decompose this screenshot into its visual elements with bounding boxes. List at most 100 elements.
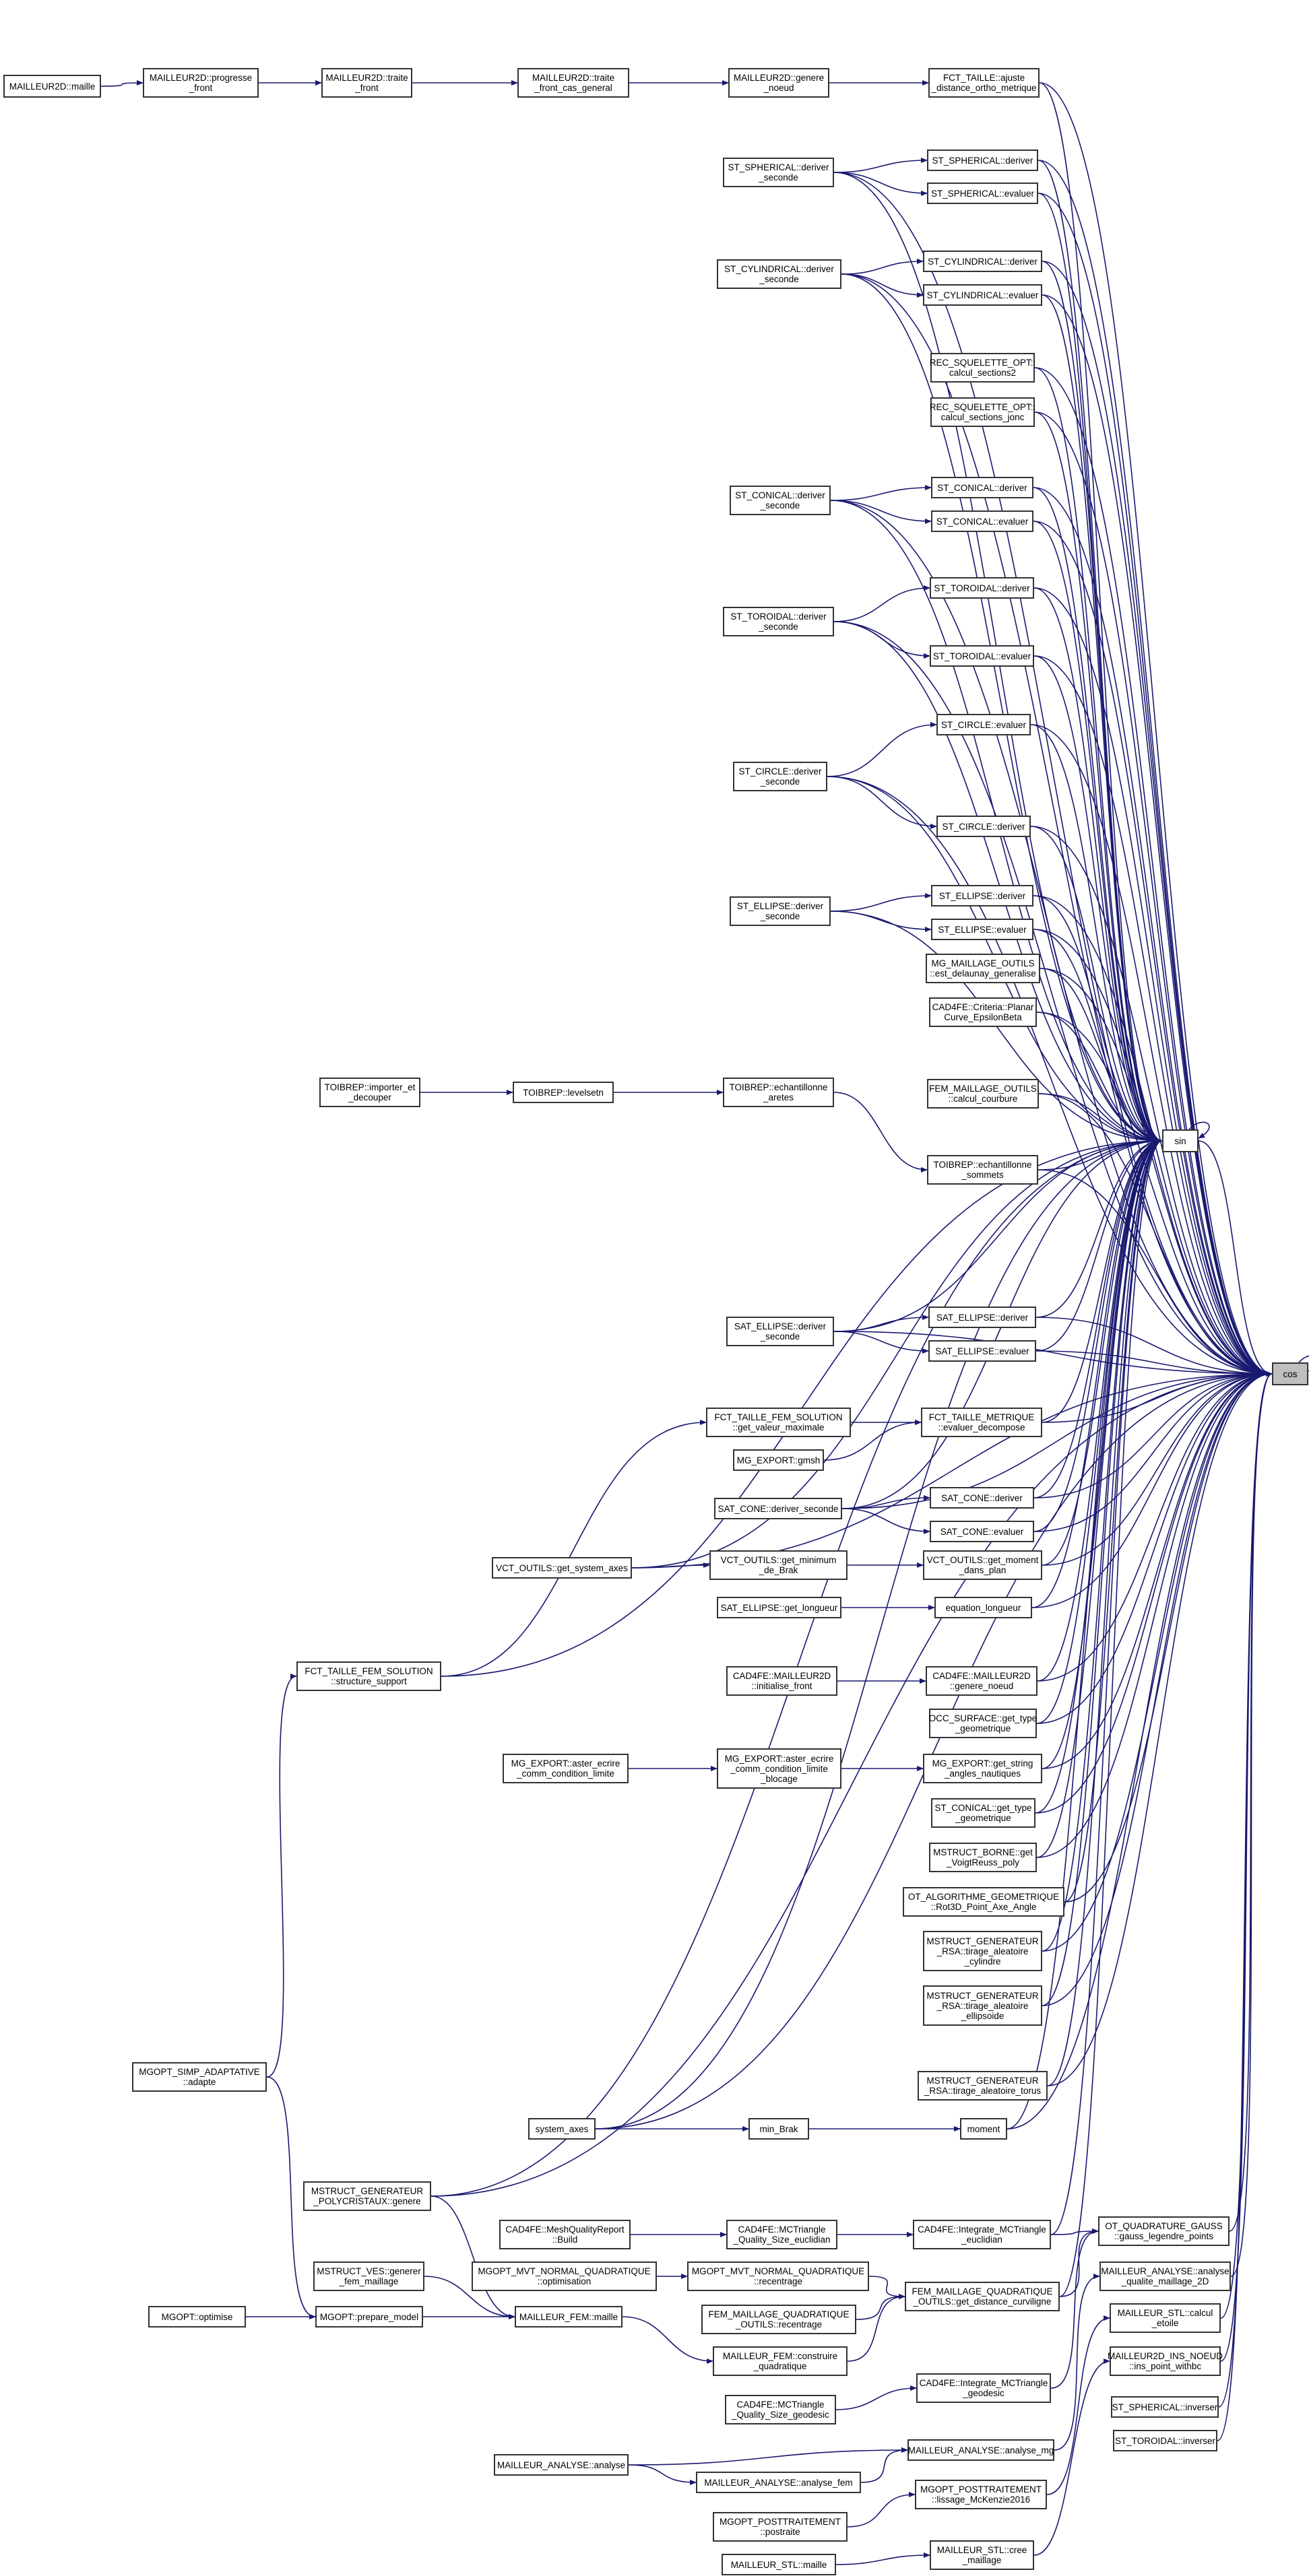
edge-cyl_ds-to-sin bbox=[841, 273, 1163, 1144]
node-tor-ds[interactable]: ST_TOROIDAL::deriver _seconde bbox=[723, 607, 834, 636]
node-cos[interactable]: cos bbox=[1272, 1362, 1308, 1385]
node-stl-cree[interactable]: MAILLEUR_STL::cree _maillage bbox=[930, 2540, 1034, 2570]
node-mg-gmsh[interactable]: MG_EXPORT::gmsh bbox=[733, 1449, 824, 1471]
node-label: MAILLEUR_ANALYSE::analyse _qualite_maill… bbox=[1101, 2266, 1230, 2286]
node-mgopt-post-liss[interactable]: MGOPT_POSTTRAITEMENT ::lissage_McKenzie2… bbox=[915, 2480, 1047, 2509]
node-cyl-e[interactable]: ST_CYLINDRICAL::evaluer bbox=[923, 284, 1042, 306]
node-m2d-maille[interactable]: MAILLEUR2D::maille bbox=[3, 75, 101, 98]
node-eq-long[interactable]: equation_longueur bbox=[934, 1597, 1032, 1618]
node-tor-inv[interactable]: ST_TOROIDAL::inverser bbox=[1113, 2430, 1217, 2451]
node-vct-brak[interactable]: VCT_OUTILS::get_minimum _de_Brak bbox=[709, 1550, 848, 1580]
node-stl-maille[interactable]: MAILLEUR_STL::maille bbox=[722, 2554, 836, 2575]
node-ell-e[interactable]: ST_ELLIPSE::evaluer bbox=[931, 919, 1033, 940]
node-mfem-maille[interactable]: MAILLEUR_FEM::maille bbox=[515, 2306, 622, 2327]
node-con-e[interactable]: ST_CONICAL::evaluer bbox=[931, 510, 1033, 532]
node-fem-courb[interactable]: FEM_MAILLAGE_OUTILS ::calcul_courbure bbox=[927, 1079, 1039, 1109]
node-cad-mesh-build[interactable]: CAD4FE::MeshQualityReport ::Build bbox=[499, 2220, 631, 2249]
node-mstruct-poly[interactable]: MSTRUCT_GENERATEUR _POLYCRISTAUX::genere bbox=[303, 2181, 431, 2211]
node-m2d-traite-cas[interactable]: MAILLEUR2D::traite _front_cas_general bbox=[517, 68, 629, 98]
node-sph-e[interactable]: ST_SPHERICAL::evaluer bbox=[927, 183, 1038, 204]
node-tor-d[interactable]: ST_TOROIDAL::deriver bbox=[930, 577, 1034, 599]
node-mstruct-borne[interactable]: MSTRUCT_BORNE::get _VoigtReuss_poly bbox=[929, 1843, 1037, 1872]
node-fct-metr[interactable]: FCT_TAILLE_METRIQUE ::evaluer_decompose bbox=[921, 1408, 1042, 1437]
node-mgopt-optimise[interactable]: MGOPT::optimise bbox=[148, 2306, 246, 2327]
node-cad-int-geo[interactable]: CAD4FE::Integrate_MCTriangle _geodesic bbox=[916, 2373, 1051, 2403]
node-tor-e[interactable]: ST_TOROIDAL::evaluer bbox=[930, 645, 1034, 667]
node-mg-delaunay[interactable]: MG_MAILLAGE_OUTILS ::est_delaunay_genera… bbox=[926, 954, 1040, 983]
node-sate-d[interactable]: SAT_ELLIPSE::deriver bbox=[928, 1307, 1036, 1328]
node-stl-etoile[interactable]: MAILLEUR_STL::calcul _etoile bbox=[1110, 2303, 1221, 2333]
node-ot-gauss[interactable]: OT_QUADRATURE_GAUSS ::gauss_legendre_poi… bbox=[1098, 2216, 1230, 2246]
node-ma-fem[interactable]: MAILLEUR_ANALYSE::analyse_fem bbox=[696, 2472, 861, 2493]
node-cad-m2d-gen[interactable]: CAD4FE::MAILLEUR2D ::genere_noeud bbox=[926, 1666, 1037, 1696]
node-mstruct-cyl[interactable]: MSTRUCT_GENERATEUR _RSA::tirage_aleatoir… bbox=[923, 1931, 1042, 1971]
node-fem-quad-dist[interactable]: FEM_MAILLAGE_QUADRATIQUE _OUTILS::get_di… bbox=[905, 2282, 1060, 2311]
node-mgopt-mvt-rec[interactable]: MGOPT_MVT_NORMAL_QUADRATIQUE ::recentrag… bbox=[687, 2261, 869, 2291]
node-cad-mct-eucl[interactable]: CAD4FE::MCTriangle _Quality_Size_euclidi… bbox=[726, 2220, 837, 2249]
node-cyl-d[interactable]: ST_CYLINDRICAL::deriver bbox=[923, 251, 1042, 272]
node-system-axes[interactable]: system_axes bbox=[528, 2118, 596, 2140]
node-con-d[interactable]: ST_CONICAL::deriver bbox=[931, 477, 1033, 498]
node-con-type[interactable]: ST_CONICAL::get_type _geometrique bbox=[931, 1798, 1035, 1828]
node-ma-analyse[interactable]: MAILLEUR_ANALYSE::analyse bbox=[494, 2454, 629, 2476]
node-vct-moment[interactable]: VCT_OUTILS::get_moment _dans_plan bbox=[923, 1550, 1042, 1580]
node-vct-sys[interactable]: VCT_OUTILS::get_system_axes bbox=[492, 1557, 632, 1579]
node-ot-algo[interactable]: OT_ALGORITHME_GEOMETRIQUE ::Rot3D_Point_… bbox=[903, 1887, 1064, 1917]
node-fem-quad-rec[interactable]: FEM_MAILLAGE_QUADRATIQUE _OUTILS::recent… bbox=[701, 2305, 856, 2334]
node-ell-d[interactable]: ST_ELLIPSE::deriver bbox=[931, 885, 1033, 906]
node-ma-qual[interactable]: MAILLEUR_ANALYSE::analyse _qualite_maill… bbox=[1099, 2261, 1231, 2291]
node-mg-string[interactable]: MG_EXPORT::get_string _angles_nautiques bbox=[923, 1754, 1042, 1783]
node-mstruct-tor[interactable]: MSTRUCT_GENERATEUR _RSA::tirage_aleatoir… bbox=[918, 2071, 1048, 2101]
node-cir-e[interactable]: ST_CIRCLE::evaluer bbox=[936, 714, 1031, 735]
node-cyl-ds[interactable]: ST_CYLINDRICAL::deriver _seconde bbox=[717, 259, 841, 289]
node-sate-long[interactable]: SAT_ELLIPSE::get_longueur bbox=[717, 1597, 841, 1618]
node-mfem-constr[interactable]: MAILLEUR_FEM::construire _quadratique bbox=[713, 2346, 848, 2376]
node-moment[interactable]: moment bbox=[960, 2118, 1007, 2140]
node-mgopt-simp[interactable]: MGOPT_SIMP_ADAPTATIVE ::adapte bbox=[132, 2062, 267, 2092]
node-m2d-traite[interactable]: MAILLEUR2D::traite _front bbox=[321, 68, 412, 98]
node-cad-m2d-init[interactable]: CAD4FE::MAILLEUR2D ::initialise_front bbox=[726, 1666, 837, 1696]
node-mstruct-ves[interactable]: MSTRUCT_VES::generer _fem_maillage bbox=[313, 2261, 424, 2291]
node-mgopt-mvt-opt[interactable]: MGOPT_MVT_NORMAL_QUADRATIQUE ::optimisat… bbox=[472, 2261, 657, 2291]
node-mg-aster2[interactable]: MG_EXPORT::aster_ecrire _comm_condition_… bbox=[717, 1748, 841, 1789]
node-rec-sj[interactable]: REC_SQUELETTE_OPT:: calcul_sections_jonc bbox=[930, 397, 1035, 427]
node-cad-mct-geo[interactable]: CAD4FE::MCTriangle _Quality_Size_geodesi… bbox=[725, 2395, 836, 2424]
node-label: ST_TOROIDAL::inverser bbox=[1114, 2435, 1216, 2446]
node-label: SAT_ELLIPSE::get_longueur bbox=[720, 1602, 838, 1613]
node-sate-ds[interactable]: SAT_ELLIPSE::deriver _seconde bbox=[726, 1317, 834, 1346]
node-m2d-prog[interactable]: MAILLEUR2D::progresse _front bbox=[143, 68, 259, 98]
node-toi-ech-ar[interactable]: TOIBREP::echantillonne _aretes bbox=[723, 1078, 834, 1107]
node-sate-e[interactable]: SAT_ELLIPSE::evaluer bbox=[928, 1340, 1036, 1362]
node-mgopt-post[interactable]: MGOPT_POSTTRAITEMENT ::postraite bbox=[713, 2512, 848, 2542]
node-fct-ajuste[interactable]: FCT_TAILLE::ajuste _distance_ortho_metri… bbox=[928, 68, 1040, 98]
node-cir-ds[interactable]: ST_CIRCLE::deriver _seconde bbox=[733, 762, 827, 791]
node-m2d-ins[interactable]: MAILLEUR2D_INS_NOEUD ::ins_point_withbc bbox=[1108, 2346, 1223, 2376]
node-min-brak[interactable]: min_Brak bbox=[748, 2118, 809, 2140]
node-mg-aster1[interactable]: MG_EXPORT::aster_ecrire _comm_condition_… bbox=[503, 1754, 629, 1783]
node-cad-planar[interactable]: CAD4FE::Criteria::Planar Curve_EpsilonBe… bbox=[929, 997, 1037, 1027]
node-rec-s2[interactable]: REC_SQUELETTE_OPT:: calcul_sections2 bbox=[930, 353, 1035, 383]
node-satc-d[interactable]: SAT_CONE::deriver bbox=[930, 1487, 1034, 1509]
node-sph-inv[interactable]: ST_SPHERICAL::inverser bbox=[1111, 2396, 1219, 2418]
node-sph-ds[interactable]: ST_SPHERICAL::deriver _seconde bbox=[723, 158, 834, 187]
node-m2d-genere[interactable]: MAILLEUR2D::genere _noeud bbox=[728, 68, 829, 98]
node-ma-mg[interactable]: MAILLEUR_ANALYSE::analyse_mg bbox=[907, 2439, 1054, 2461]
node-sph-d[interactable]: ST_SPHERICAL::deriver bbox=[927, 150, 1038, 171]
node-label: MAILLEUR_STL::calcul _etoile bbox=[1117, 2308, 1213, 2328]
node-fct-fem-max[interactable]: FCT_TAILLE_FEM_SOLUTION ::get_valeur_max… bbox=[706, 1408, 851, 1437]
node-sin[interactable]: sin bbox=[1162, 1129, 1199, 1152]
node-toi-levelset[interactable]: TOIBREP::levelsetn bbox=[513, 1082, 614, 1103]
node-satc-ds[interactable]: SAT_CONE::deriver_seconde bbox=[714, 1498, 842, 1519]
node-satc-e[interactable]: SAT_CONE::evaluer bbox=[930, 1521, 1034, 1542]
node-cad-int-eucl[interactable]: CAD4FE::Integrate_MCTriangle _euclidian bbox=[913, 2220, 1051, 2249]
node-toi-ech-so[interactable]: TOIBREP::echantillonne _sommets bbox=[927, 1155, 1038, 1185]
node-fct-fem-struct[interactable]: FCT_TAILLE_FEM_SOLUTION ::structure_supp… bbox=[296, 1661, 441, 1691]
edge-satc_d-to-cos bbox=[1033, 1371, 1273, 1498]
node-mgopt-prepare[interactable]: MGOPT::prepare_model bbox=[315, 2306, 423, 2327]
node-mstruct-ell[interactable]: MSTRUCT_GENERATEUR _RSA::tirage_aleatoir… bbox=[923, 1985, 1042, 2026]
node-cir-d[interactable]: ST_CIRCLE::deriver bbox=[936, 816, 1031, 837]
node-toi-import[interactable]: TOIBREP::importer_et _decouper bbox=[319, 1078, 420, 1107]
node-con-ds[interactable]: ST_CONICAL::deriver _seconde bbox=[730, 486, 831, 515]
node-occ-type[interactable]: OCC_SURFACE::get_type _geometrique bbox=[929, 1709, 1037, 1738]
node-ell-ds[interactable]: ST_ELLIPSE::deriver _seconde bbox=[730, 896, 831, 926]
